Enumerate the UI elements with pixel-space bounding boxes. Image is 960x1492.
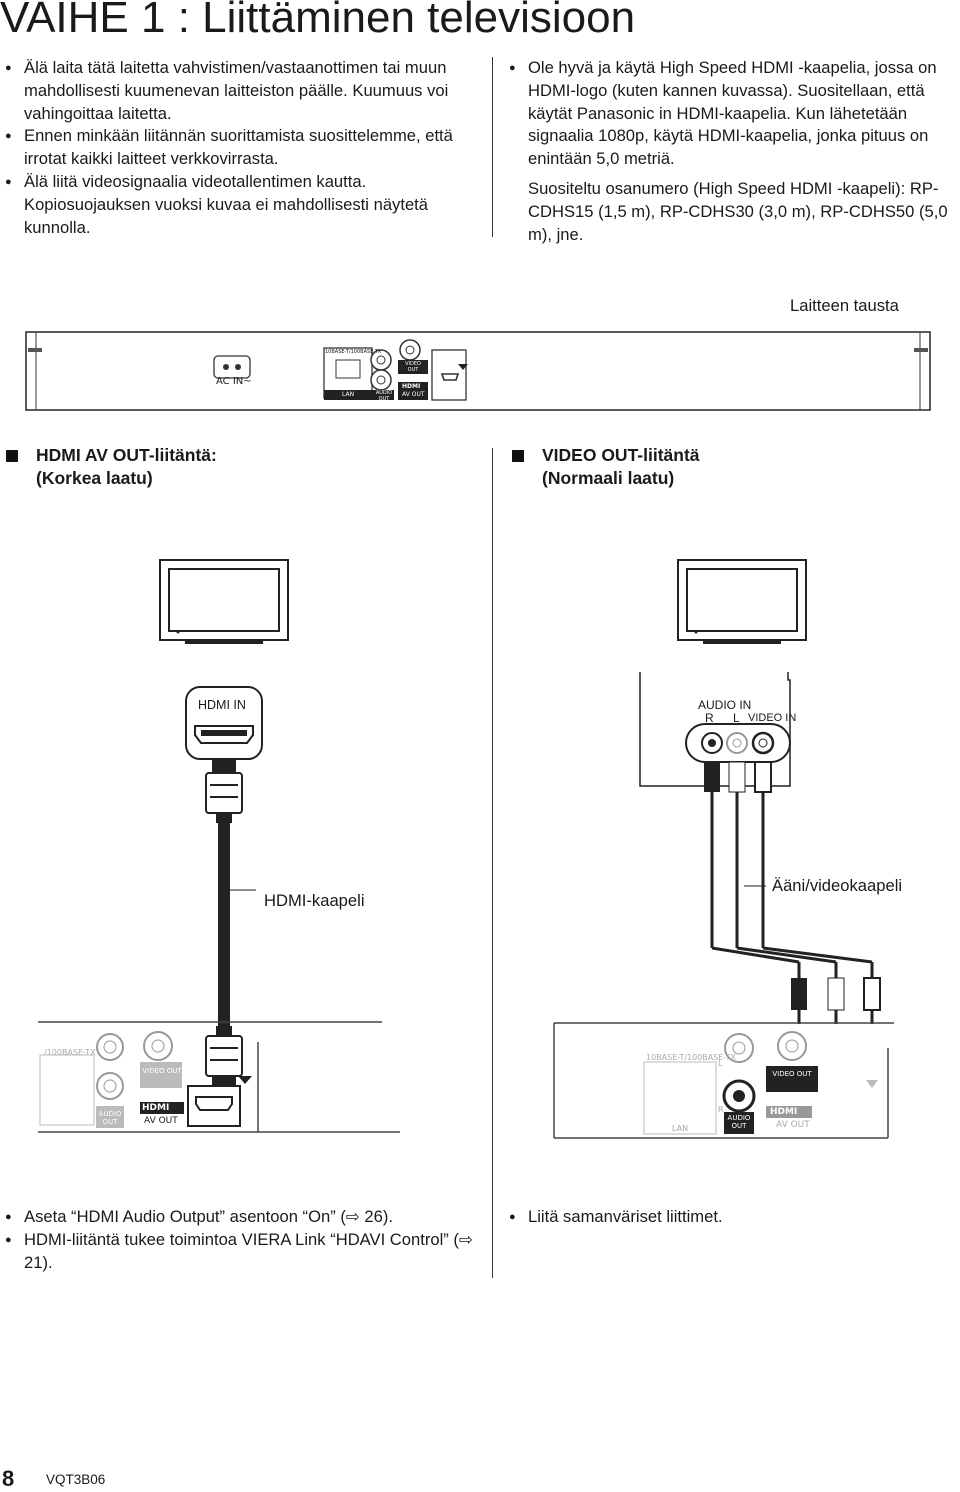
- audio-in-label: AUDIO IN: [698, 698, 752, 712]
- intro-right-list: Ole hyvä ja käytä High Speed HDMI -kaape…: [508, 57, 960, 171]
- list-item: Ennen minkään liitännän suorittamista su…: [4, 125, 474, 171]
- page-title: VAIHE 1 : Liittäminen televisioon: [0, 0, 636, 42]
- audio-out-label: AUDIO OUT: [727, 1114, 751, 1130]
- section-divider: [492, 448, 493, 1278]
- l-label: L: [733, 711, 740, 725]
- recommendation-text: Suositeltu osanumero (High Speed HDMI -k…: [528, 179, 948, 244]
- audio-out-label: AUDIO OUT: [375, 390, 393, 402]
- audio-r-label: R: [718, 1105, 724, 1114]
- list-item: Älä liitä videosignaalia videotallentime…: [4, 171, 474, 239]
- lan-label: LAN: [342, 391, 355, 398]
- av-out-label: AV OUT: [144, 1116, 178, 1126]
- lan-speed-label: /100BASE-TX: [44, 1048, 96, 1057]
- hdmi-in-label: HDMI IN: [198, 698, 246, 712]
- av-out-label: AV OUT: [402, 391, 425, 398]
- column-divider: [492, 57, 493, 237]
- video-in-label: VIDEO IN: [748, 712, 797, 724]
- list-item: Aseta “HDMI Audio Output” asentoon “On” …: [4, 1206, 480, 1229]
- video-notes-list: Liitä samanväriset liittimet.: [508, 1206, 948, 1229]
- list-item: HDMI-liitäntä tukee toimintoa VIERA Link…: [4, 1229, 480, 1275]
- rear-panel-caption: Laitteen tausta: [790, 296, 899, 315]
- hdmi-logo: HDMI: [402, 383, 421, 390]
- hdmi-notes-list: Aseta “HDMI Audio Output” asentoon “On” …: [4, 1206, 480, 1274]
- list-item: Liitä samanväriset liittimet.: [508, 1206, 948, 1229]
- tv-icon: [159, 559, 289, 644]
- hdmi-logo: HDMI: [142, 1103, 170, 1113]
- ac-socket-icon: [213, 355, 251, 379]
- video-out-label: VIDEO OUT: [772, 1070, 812, 1078]
- section-video-title: VIDEO OUT-liitäntä (Normaali laatu): [512, 444, 960, 490]
- av-out-label: AV OUT: [776, 1120, 810, 1130]
- list-item: Ole hyvä ja käytä High Speed HDMI -kaape…: [508, 57, 960, 171]
- r-label: R: [705, 711, 714, 725]
- av-cable-label: Ääni/videokaapeli: [772, 876, 903, 895]
- tv-icon: [677, 559, 807, 644]
- hdmi-connection-diagram: [38, 559, 400, 1133]
- lan-label: LAN: [672, 1124, 689, 1133]
- square-bullet-icon: [6, 450, 18, 462]
- square-bullet-icon: [512, 450, 524, 462]
- audio-out-label: AUDIO OUT: [98, 1110, 122, 1126]
- video-out-label: VIDEO OUT: [142, 1067, 182, 1075]
- hdmi-logo: HDMI: [770, 1107, 798, 1117]
- video-out-label: VIDEO OUT: [405, 361, 421, 373]
- lan-speed-label: 10BASE-T/100BASE-TX: [325, 349, 382, 355]
- lan-speed-label: 10BASE-T/100BASE-TX: [646, 1053, 736, 1062]
- list-item: Älä laita tätä laitetta vahvistimen/vast…: [4, 57, 474, 125]
- ac-in-label: AC IN~: [216, 376, 252, 387]
- audio-l-label: L: [718, 1059, 723, 1068]
- section-hdmi-title: HDMI AV OUT-liitäntä: (Korkea laatu): [6, 444, 506, 490]
- intro-left-list: Älä laita tätä laitetta vahvistimen/vast…: [4, 57, 474, 239]
- page-number: 8: [2, 1466, 15, 1491]
- rear-panel-diagram: [25, 331, 931, 411]
- video-connection-diagram: [553, 559, 894, 1139]
- hdmi-cable-label: HDMI-kaapeli: [264, 891, 365, 910]
- document-code: VQT3B06: [46, 1472, 106, 1487]
